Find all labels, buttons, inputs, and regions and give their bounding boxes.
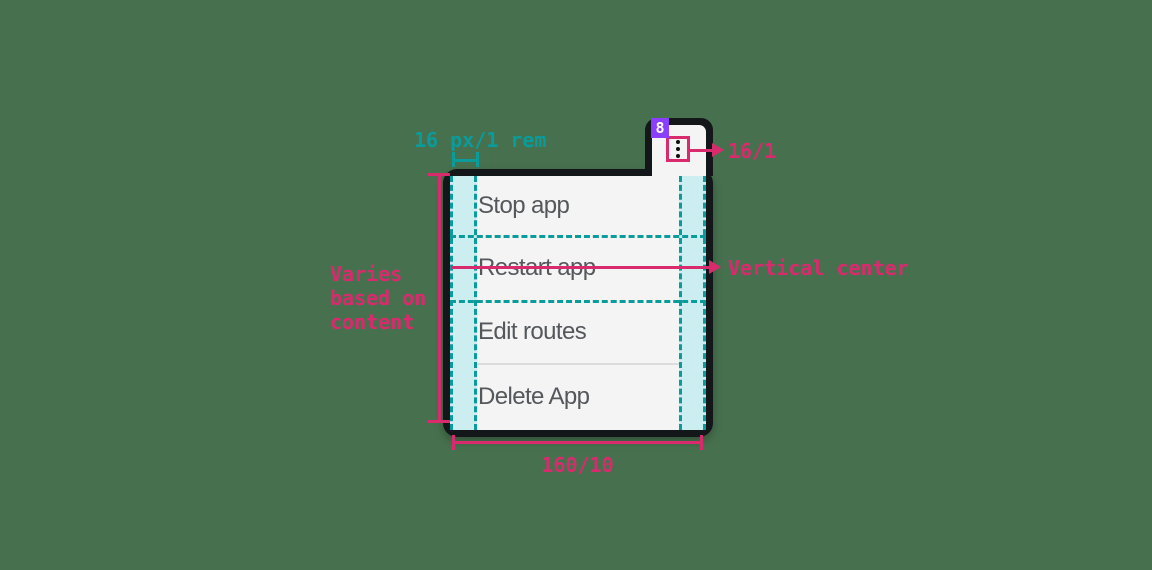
left-padding-highlight <box>450 176 477 430</box>
height-note-line: based on <box>330 286 427 310</box>
overflow-menu-vertical-icon <box>666 136 690 162</box>
menu-divider <box>450 363 706 365</box>
padding-bracket-cap-left <box>452 152 455 167</box>
menu-item-edit-routes[interactable]: Edit routes <box>450 300 706 363</box>
height-note-line: content <box>330 310 415 334</box>
height-dimension-cap-top <box>428 173 450 176</box>
icon-size-annotation-box <box>666 136 690 162</box>
icon-size-arrow-head <box>712 143 724 157</box>
menu-item-label: Stop app <box>478 192 570 219</box>
padding-bracket-cap-right <box>476 152 479 167</box>
kebab-dot <box>676 147 680 151</box>
kebab-dot <box>676 154 680 158</box>
width-dimension-cap-right <box>700 435 703 450</box>
height-dimension-line <box>438 174 441 422</box>
width-dimension-cap-left <box>452 435 455 450</box>
padding-bracket-line <box>452 159 479 162</box>
icon-size-label: 16/1 <box>728 139 777 163</box>
right-padding-highlight <box>679 176 706 430</box>
menu-item-stop-app[interactable]: Stop app <box>450 176 706 236</box>
height-note-line: Varies <box>330 262 403 286</box>
menu-item-label: Edit routes <box>478 317 587 345</box>
vertical-center-arrow-head <box>709 260 721 274</box>
menu-item-label: Delete App <box>478 382 590 410</box>
vertical-center-line <box>451 266 712 269</box>
width-dimension-line <box>452 441 703 444</box>
padding-label: 16 px/1 rem <box>414 128 547 152</box>
height-note-label: Varies based on content <box>330 262 426 334</box>
kebab-dot <box>676 140 680 144</box>
overflow-menu-panel <box>450 176 706 430</box>
notification-badge: 8 <box>651 118 669 138</box>
menu-item-delete-app[interactable]: Delete App <box>450 363 706 430</box>
row-boundary-guide-top <box>450 235 706 238</box>
width-dimension-label: 160/10 <box>541 453 614 477</box>
vertical-center-label: Vertical center <box>728 256 909 280</box>
height-dimension-cap-bottom <box>428 420 450 423</box>
row-boundary-guide-bottom <box>450 300 706 303</box>
icon-size-arrow-line <box>690 149 714 152</box>
